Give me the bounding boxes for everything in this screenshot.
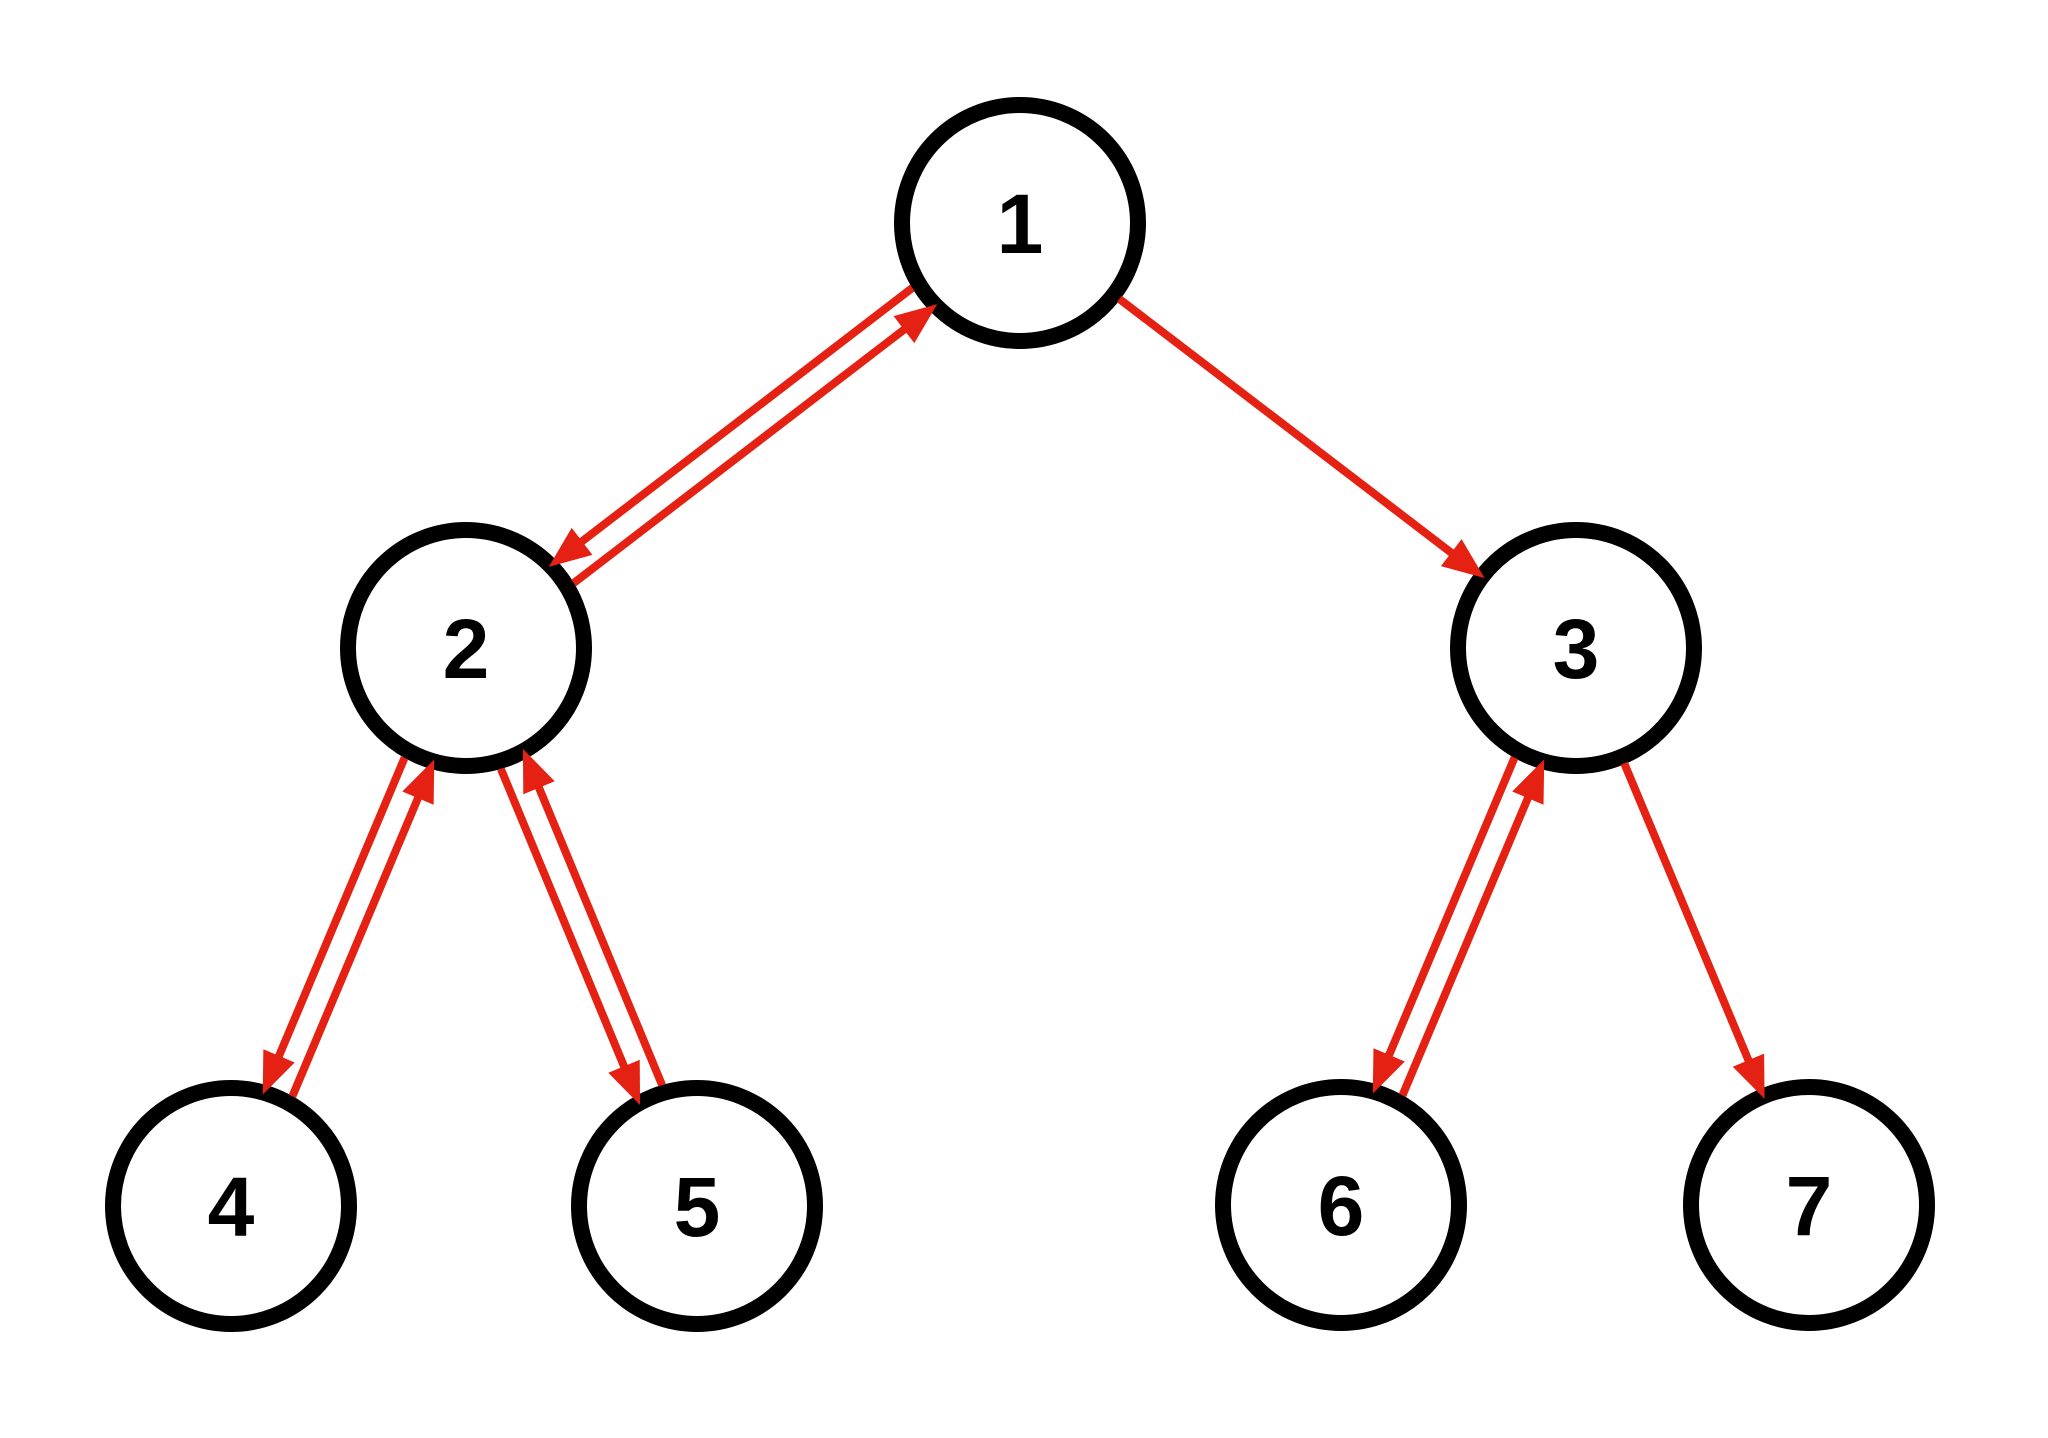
tree-node-5-circle: [571, 1080, 823, 1332]
edge-2-to-1-line: [571, 321, 913, 587]
tree-node-5-label: 5: [674, 1160, 721, 1254]
edge-1-to-3-arrowhead: [1440, 539, 1485, 579]
edge-4-to-2-line: [288, 789, 425, 1098]
tree-node-7-circle: [1683, 1079, 1935, 1331]
tree-node-2-label: 2: [443, 602, 490, 696]
tree-node-7-label: 7: [1786, 1159, 1833, 1253]
tree-node-1-circle: [894, 97, 1146, 349]
edge-6-to-3-arrowhead: [1512, 759, 1545, 805]
tree-node-3-circle: [1450, 522, 1702, 774]
edge-4-to-2-arrowhead: [402, 759, 435, 805]
edge-3-to-6-arrowhead: [1372, 1048, 1405, 1094]
tree-node-4-label: 4: [208, 1160, 255, 1254]
tree-node-6-label: 6: [1318, 1159, 1365, 1253]
tree-node-6-circle: [1215, 1079, 1467, 1331]
edge-5-to-2-arrowhead: [522, 748, 555, 795]
edge-1-to-3-line: [1116, 295, 1461, 561]
edge-3-to-7-arrowhead: [1732, 1053, 1765, 1099]
tree-node-3-label: 3: [1553, 602, 1600, 696]
tree-node-2-circle: [340, 522, 592, 774]
edge-2-to-5-arrowhead: [608, 1059, 641, 1106]
edge-5-to-2-line: [532, 778, 666, 1087]
edge-3-to-6-line: [1382, 756, 1519, 1064]
edge-2-to-4-line: [272, 756, 409, 1065]
edge-1-to-2-line: [573, 284, 915, 550]
tree-node-1-label: 1: [997, 177, 1044, 271]
edge-2-to-5-line: [497, 767, 631, 1076]
edge-2-to-1-arrowhead: [893, 304, 938, 344]
edge-2-to-4-arrowhead: [262, 1049, 295, 1095]
edge-3-to-7-line: [1620, 761, 1756, 1070]
tree-node-4-circle: [105, 1080, 357, 1332]
edge-6-to-3-line: [1398, 789, 1535, 1097]
edge-1-to-2-arrowhead: [548, 527, 593, 567]
